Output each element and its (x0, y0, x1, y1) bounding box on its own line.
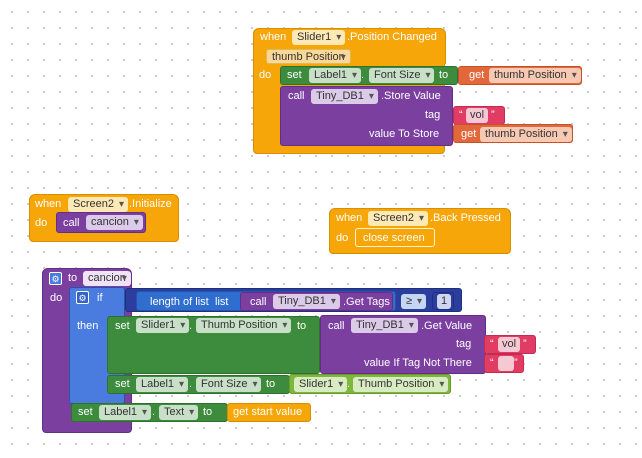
thumb-position-param[interactable]: thumb Position (266, 49, 351, 65)
tinydb-dropdown-3[interactable]: Tiny_DB1 (351, 318, 418, 333)
get-tags-method: .Get Tags (343, 296, 390, 308)
when-keyword-3: when (336, 212, 363, 224)
compare-operator-dropdown[interactable]: ≥ (401, 294, 427, 309)
label1-text-dropdown[interactable]: Label1 (99, 405, 152, 420)
do-keyword: do (259, 69, 272, 81)
back-pressed-event: .Back Pressed (430, 212, 501, 224)
dot-separator-4: . (347, 378, 351, 390)
event-name: .Position Changed (347, 31, 437, 43)
fontsize-set-dropdown[interactable]: Font Size (196, 377, 262, 392)
call-keyword-4: call (328, 320, 345, 332)
to-keyword-1: to (297, 320, 307, 332)
get-keyword: get (469, 69, 485, 81)
tinydb-dropdown-2[interactable]: Tiny_DB1 (273, 294, 340, 309)
compare-value-field[interactable]: 1 (437, 294, 452, 309)
value-if-tag-label: value If Tag Not There (364, 357, 472, 369)
tinydb-dropdown[interactable]: Tiny_DB1 (311, 89, 378, 104)
screen2-dropdown-2[interactable]: Screen2 (368, 211, 428, 226)
value-to-store-label: value To Store (369, 128, 440, 140)
empty-value-field[interactable] (498, 356, 514, 371)
procedure-name-field[interactable]: cancion (83, 271, 131, 286)
tag-value-field[interactable]: vol (466, 108, 489, 123)
when-keyword: when (260, 31, 287, 43)
cancion-procedure-dropdown[interactable]: cancion (86, 215, 143, 230)
slider-component-dropdown[interactable]: Slider1 (292, 30, 346, 45)
call-keyword-2: call (63, 217, 80, 229)
dot-separator-3: . (189, 378, 193, 390)
close-screen-block[interactable] (355, 228, 435, 247)
quote-close: ” (491, 109, 495, 121)
call-keyword-3: call (250, 296, 267, 308)
quote-close-3: ” (514, 357, 518, 369)
set-keyword-3: set (78, 406, 93, 418)
tag-value-field-2[interactable]: vol (498, 337, 521, 352)
thumb-position-var-dropdown-2[interactable]: thumb Position (480, 127, 572, 142)
thumbposition-set-dropdown[interactable]: Thumb Position (196, 318, 292, 333)
if-gear-icon[interactable]: ⚙ (76, 291, 89, 304)
slider1-get-dropdown[interactable]: Slider1 (294, 377, 348, 392)
dot-separator: . (361, 69, 365, 81)
when-keyword-2: when (35, 198, 62, 210)
set-keyword-1: set (115, 320, 130, 332)
get-start-value-block[interactable] (227, 403, 311, 422)
to-keyword-2: to (266, 378, 276, 390)
screen2-dropdown[interactable]: Screen2 (68, 197, 128, 212)
label1-dropdown[interactable]: Label1 (309, 68, 362, 83)
quote-close-2: ” (523, 338, 527, 350)
fontsize-dropdown[interactable]: Font Size (369, 68, 435, 83)
close-screen-label: close screen (363, 232, 425, 244)
to-keyword-proc: to (68, 272, 78, 284)
procedure-gear-icon[interactable]: ⚙ (49, 272, 62, 285)
do-keyword-3: do (336, 232, 349, 244)
dot-separator-2: . (189, 320, 193, 332)
get-value-method: .Get Value (421, 320, 473, 332)
then-keyword: then (77, 320, 99, 332)
set-keyword: set (287, 69, 302, 81)
store-value-method: .Store Value (381, 90, 441, 102)
quote-open-2: “ (490, 338, 494, 350)
do-keyword-2: do (35, 217, 48, 229)
list-label: list (215, 296, 229, 308)
call-keyword: call (288, 90, 305, 102)
quote-open: “ (459, 109, 463, 121)
length-of-list-label: length of list (150, 296, 209, 308)
get-keyword-2: get (461, 128, 477, 140)
slider1-set-dropdown[interactable]: Slider1 (136, 318, 190, 333)
text-prop-dropdown[interactable]: Text (159, 405, 199, 420)
if-keyword: if (97, 292, 103, 304)
quote-open-3: “ (490, 357, 494, 369)
tag-label: tag (425, 109, 441, 121)
get-start-value-label: get start value (233, 406, 303, 418)
set-keyword-2: set (115, 378, 130, 390)
thumb-position-var-dropdown[interactable]: thumb Position (489, 68, 581, 83)
do-keyword-proc: do (50, 292, 63, 304)
tag-label-2: tag (456, 338, 472, 350)
to-keyword-3: to (203, 406, 213, 418)
label1-set-dropdown[interactable]: Label1 (136, 377, 189, 392)
initialize-event: .Initialize (129, 198, 172, 210)
to-keyword: to (439, 69, 449, 81)
dot-separator-5: . (152, 406, 156, 418)
thumbposition-get-dropdown[interactable]: Thumb Position (353, 377, 449, 392)
